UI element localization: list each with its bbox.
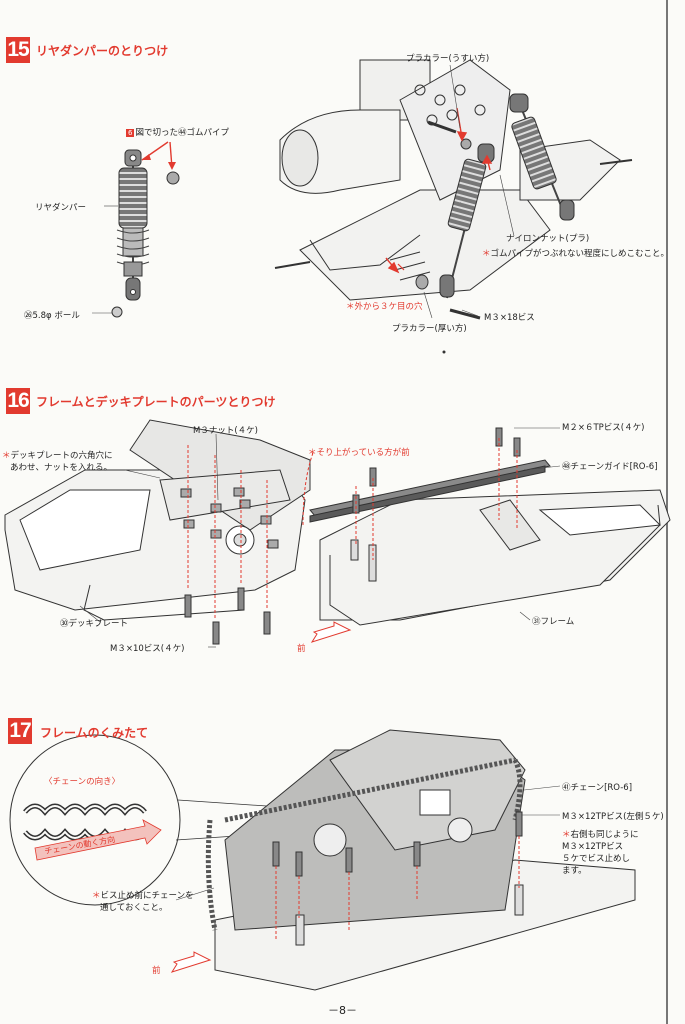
step-15-number: 15 [6, 37, 30, 63]
frame-assembly-red-dashes [275, 836, 520, 940]
note-chain-before-screw: ＊ビス止め前にチェーンを 通しておくこと。 [92, 891, 194, 913]
label-deck-plate: ㉚デッキプレート [60, 619, 129, 629]
label-nylon-nut: ナイロンナット(プラ) [506, 234, 590, 244]
part-name: ゴムパイプ [186, 128, 230, 138]
label-m3-nut: M３ナット(４ケ) [193, 426, 258, 436]
label-ball: ㉖5.8φ ボール [24, 311, 80, 321]
note-chain-line1: ビス止め前にチェーンを [100, 891, 194, 901]
note-hole-text: 外から３ケ目の穴 [354, 302, 423, 312]
step-17-title: フレームのくみたて [40, 726, 149, 740]
page-number: －8－ [328, 1004, 357, 1017]
deck-red-dashes [187, 445, 268, 620]
part-number: ㊹ [177, 128, 187, 138]
label-screw-m3x18: M３×18ビス [484, 313, 535, 323]
frame-assembly-drawing [205, 729, 636, 991]
step-16-title: フレームとデッキプレートのパーツとりつけ [36, 395, 276, 409]
label-front-17: 前 [152, 966, 161, 976]
note-front-up: ＊そり上がっている方が前 [308, 448, 410, 458]
note-hex-line1: デッキプレートの六角穴に [10, 451, 113, 461]
note-text: 図で切った [135, 128, 178, 138]
step17-leader-lines [175, 785, 561, 901]
front-arrow-16 [310, 621, 352, 643]
deck-plate-drawing [4, 419, 311, 621]
note-hex-hole: ＊デッキプレートの六角穴に あわせ、ナットを入れる。 [2, 451, 113, 473]
figure-ref-badge: 6 [126, 129, 135, 137]
label-m3x12-tp: M３×12TPビス(左側５ケ) [562, 812, 664, 822]
frame-leader-lines [514, 427, 561, 621]
label-m2-screw: M２×６TPビス(４ケ) [562, 423, 645, 433]
frame-drawing [309, 427, 671, 626]
label-m3-screw: M３×10ビス(４ケ) [110, 644, 185, 654]
frame-red-dashes [302, 438, 518, 560]
label-collar-thick: プラカラー(厚い方) [392, 324, 467, 334]
note-right-line1: 右側も同じように [570, 830, 639, 840]
step-15-title: リヤダンパーのとりつけ [36, 44, 169, 58]
stray-dot [442, 350, 446, 354]
step-17-number: 17 [8, 718, 32, 744]
label-chain: ㊶チェーン[RO-6] [562, 783, 633, 793]
label-frame: ㉛フレーム [532, 617, 575, 627]
label-collar-thin: プラカラー(うすい方) [406, 54, 490, 64]
note-front-up-text: そり上がっている方が前 [316, 448, 410, 458]
note-hex-line2: あわせ、ナットを入れる。 [10, 463, 113, 473]
note-right-line2: M３×12TPビス [562, 842, 624, 852]
deck-nuts-and-screws [180, 487, 279, 645]
note-right-side: ＊右側も同じように M３×12TPビス ５ケでビス止めし ます。 [562, 830, 639, 876]
inset-title: 〈チェーンの向き〉 [44, 777, 121, 787]
note-rubber-text: ゴムパイプがつぶれない程度にしめこむこと。 [490, 249, 670, 259]
label-chain-guide: ㊽チェーンガイド[RO-6] [562, 462, 658, 472]
note-right-line3: ５ケでビス止めし [562, 854, 631, 864]
note-rubber-tighten: ＊ゴムパイプがつぶれない程度にしめこむこと。 [482, 249, 670, 259]
chain-inset [9, 734, 311, 906]
note-right-line4: ます。 [562, 866, 587, 876]
rear-damper-drawing [92, 141, 180, 318]
note-chain-line2: 通しておくこと。 [100, 903, 168, 913]
step15-leader-lines [423, 64, 515, 319]
deck-leader-lines [79, 433, 219, 648]
label-front-16: 前 [297, 644, 306, 654]
gearbox-assembly-drawing [274, 59, 633, 320]
note-third-hole: ＊外から３ケ目の穴 [346, 302, 423, 312]
step-16-number: 16 [6, 388, 30, 414]
label-rear-damper: リヤダンパー [35, 203, 87, 213]
front-arrow-17 [170, 951, 212, 973]
